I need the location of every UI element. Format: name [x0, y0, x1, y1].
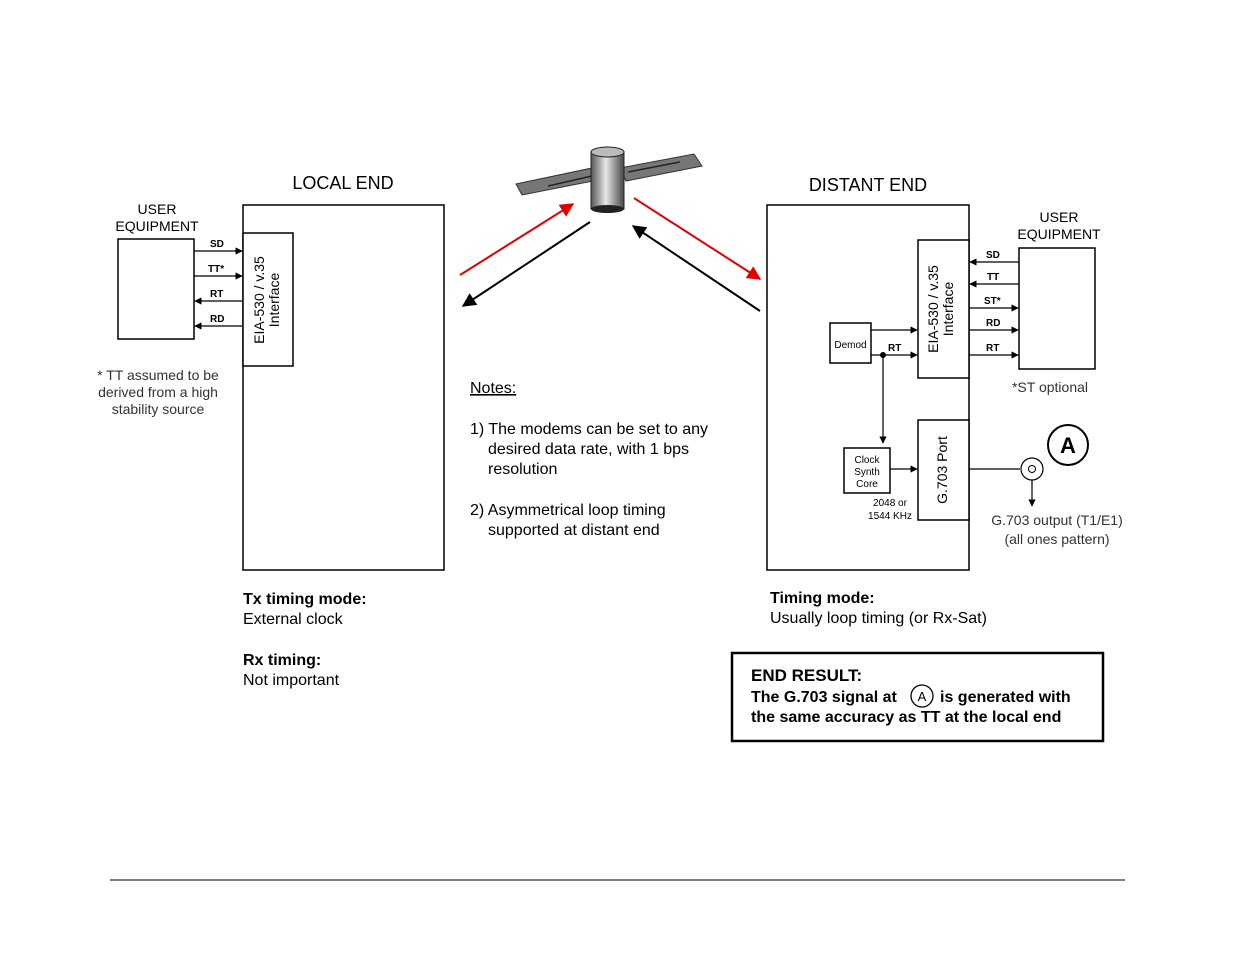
local-downlink-arrow [461, 221, 591, 307]
local-rd-label: RD [210, 314, 224, 325]
rx-timing-value: Not important [243, 672, 340, 689]
end-result-line1-before: The G.703 signal at [751, 689, 898, 706]
output-connector-center [1028, 465, 1036, 473]
local-rt-label: RT [210, 289, 223, 300]
end-result-box: END RESULT: The G.703 signal at A is gen… [730, 651, 1105, 743]
freq-label-2: 1544 KHz [868, 511, 912, 522]
demod-label: Demod [834, 340, 866, 351]
distant-interface-box [917, 239, 970, 379]
local-tt-label: TT* [208, 264, 224, 275]
distant-sd-label: SD [986, 250, 1000, 261]
st-optional-note: *ST optional [1012, 379, 1088, 395]
note-2-line-2: supported at distant end [488, 522, 660, 539]
local-footnote-3: stability source [112, 401, 205, 417]
distant-rd-label: RD [986, 318, 1000, 329]
local-interface-box [242, 232, 294, 367]
local-uplink-arrow [459, 203, 575, 276]
demod-rt-label: RT [888, 343, 901, 354]
distant-st-label: ST* [984, 296, 1001, 307]
clock-synth-label-3: Core [856, 479, 878, 490]
distant-interface-label-1: EIA-530 / v.35 [925, 265, 941, 353]
distant-user-equipment-box [1018, 247, 1096, 370]
distant-end: DISTANT END EIA-530 / v.35 Interface USE… [766, 175, 1123, 627]
local-footnote-1: * TT assumed to be [97, 367, 219, 383]
note-2-line-1: 2) Asymmetrical loop timing [470, 502, 666, 519]
end-result-line2: the same accuracy as TT at the local end [751, 709, 1061, 726]
distant-timing-label: Timing mode: [770, 590, 875, 607]
tx-timing-label: Tx timing mode: [243, 591, 367, 608]
notes: Notes: 1) The modems can be set to any d… [470, 380, 708, 539]
g703-output-label-1: G.703 output (T1/E1) [991, 512, 1123, 528]
demod-box [829, 322, 872, 364]
satellite-icon [515, 146, 703, 213]
tx-timing-value: External clock [243, 611, 344, 628]
local-end-title: LOCAL END [292, 173, 393, 193]
clock-synth-box [843, 447, 891, 494]
end-result-marker-circle [910, 684, 934, 708]
distant-rt-label: RT [986, 343, 999, 354]
distant-tt-label: TT [987, 272, 999, 283]
output-marker-circle [1047, 424, 1089, 466]
g703-port-box [917, 419, 970, 521]
distant-interface-label-2: Interface [940, 282, 956, 337]
end-result-marker-label: A [918, 689, 927, 704]
note-1-line-3: resolution [488, 461, 557, 478]
output-marker-label: A [1060, 433, 1076, 458]
local-end: LOCAL END EIA-530 / v.35 Interface USER … [97, 173, 445, 689]
note-1-line-1: 1) The modems can be set to any [470, 421, 708, 438]
g703-port-label: G.703 Port [934, 436, 950, 504]
clock-synth-label-2: Synth [854, 467, 880, 478]
local-footnote-2: derived from a high [98, 384, 218, 400]
distant-downlink-arrow [633, 197, 762, 280]
clock-synth-label-1: Clock [854, 455, 880, 466]
freq-label-1: 2048 or [873, 498, 908, 509]
g703-output-label-2: (all ones pattern) [1004, 531, 1109, 547]
distant-user-equipment-label-2: EQUIPMENT [1017, 226, 1101, 242]
local-interface-label-2: Interface [266, 273, 282, 328]
end-result-line1-after: is generated with [940, 689, 1071, 706]
distant-timing-value: Usually loop timing (or Rx-Sat) [770, 610, 987, 627]
notes-title: Notes: [470, 380, 516, 397]
local-user-equipment-label-2: EQUIPMENT [115, 218, 199, 234]
local-user-equipment-box [117, 238, 195, 340]
note-1-line-2: desired data rate, with 1 bps [488, 441, 689, 458]
local-user-equipment-label-1: USER [138, 201, 177, 217]
local-interface-label-1: EIA-530 / v.35 [251, 256, 267, 344]
distant-uplink-arrow [631, 225, 761, 312]
distant-end-title: DISTANT END [809, 175, 927, 195]
distant-user-equipment-label-1: USER [1040, 209, 1079, 225]
end-result-title: END RESULT: [751, 666, 862, 685]
local-sd-label: SD [210, 239, 224, 250]
rx-timing-label: Rx timing: [243, 652, 321, 669]
